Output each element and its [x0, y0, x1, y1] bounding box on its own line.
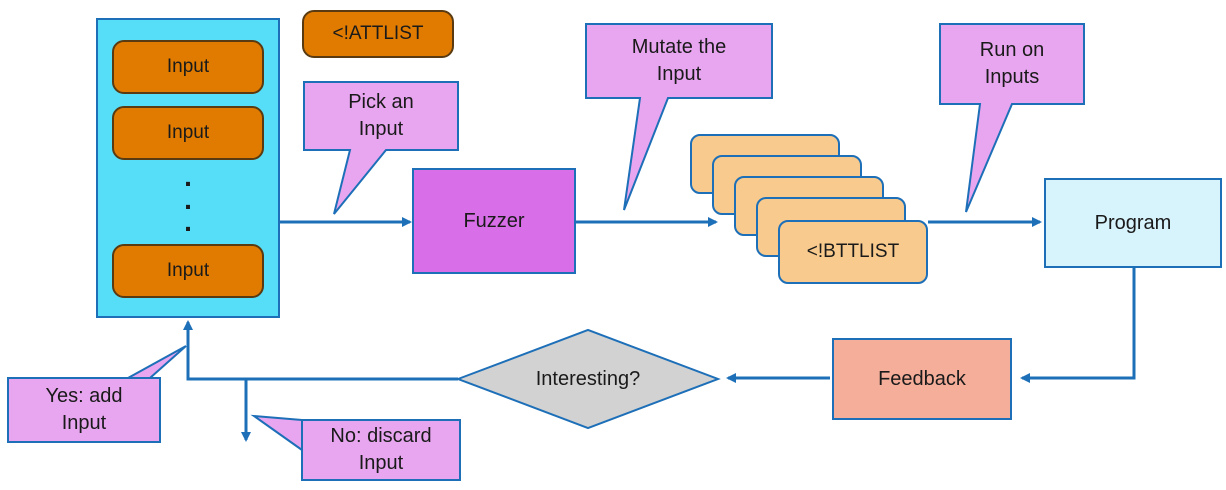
decision-label: Interesting? [535, 367, 641, 390]
corpus-input-1: Input [112, 40, 264, 94]
callout-run-text: Run on Inputs [979, 39, 1045, 88]
callout-yes-shape [7, 345, 187, 443]
seed-input: <!ATTLIST [302, 10, 454, 58]
arrow-program-to-feedback [1020, 268, 1136, 383]
corpus-input-3: Input [112, 244, 264, 298]
arrow-decision-to-corpus [183, 320, 458, 381]
callout-no-shape [250, 414, 461, 481]
callout-mutate-text: Mutate the Input [631, 36, 727, 85]
callout-mutate-shape [585, 23, 773, 211]
callout-pick-text: Pick an Input [348, 91, 414, 140]
feedback-box: Feedback [832, 338, 1012, 420]
decision-diamond-shape [455, 328, 721, 430]
program-box: Program [1044, 178, 1222, 268]
callout-pick-shape [303, 81, 459, 215]
fuzzer-box: Fuzzer [412, 168, 576, 274]
callout-no-text: No: discard Input [330, 425, 432, 474]
callout-yes-text: Yes: add Input [45, 385, 123, 434]
mutated-card-front: <!BTTLIST [778, 220, 928, 284]
callout-run-shape [939, 23, 1085, 213]
corpus-input-2: Input [112, 106, 264, 160]
corpus-ellipsis: . . . [184, 161, 192, 238]
